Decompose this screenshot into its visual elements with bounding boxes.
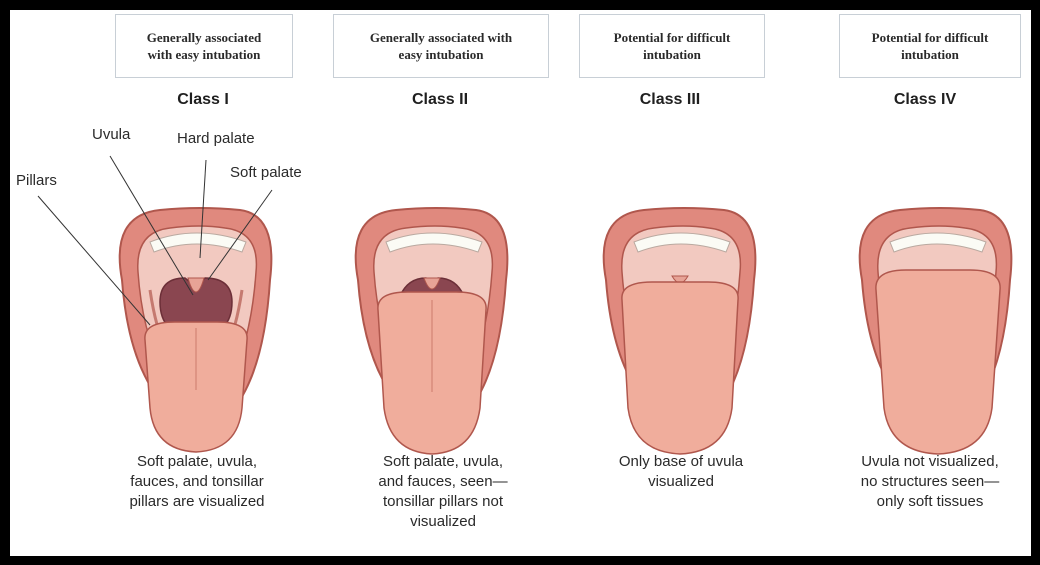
class-ii-caption-line-1: Soft palate, uvula,	[338, 452, 548, 472]
class-ii-caption: Soft palate, uvula, and fauces, seen— to…	[338, 452, 548, 532]
class-iii-tongue	[622, 282, 738, 454]
class-ii-caption-line-2: and fauces, seen—	[338, 472, 548, 492]
class-iv-caption: Uvula not visualized, no structures seen…	[830, 452, 1030, 512]
class-i-caption-line-3: pillars are visualized	[92, 492, 302, 512]
hard-palate-label: Hard palate	[177, 130, 255, 147]
uvula-label: Uvula	[92, 126, 130, 143]
soft-palate-label: Soft palate	[230, 164, 302, 181]
class-i-caption-line-2: fauces, and tonsillar	[92, 472, 302, 492]
class-iv-caption-line-3: only soft tissues	[830, 492, 1030, 512]
class-ii-caption-line-3: tonsillar pillars not	[338, 492, 548, 512]
class-iv-tongue	[876, 270, 1000, 454]
class-i-caption-line-1: Soft palate, uvula,	[92, 452, 302, 472]
class-iii-mouth	[604, 208, 756, 454]
class-i-caption: Soft palate, uvula, fauces, and tonsilla…	[92, 452, 302, 512]
class-iii-caption-line-1: Only base of uvula	[576, 452, 786, 472]
pillars-label: Pillars	[16, 172, 57, 189]
class-iv-mouth	[860, 208, 1012, 454]
diagram-frame: Generally associated with easy intubatio…	[10, 10, 1031, 556]
class-ii-mouth	[356, 208, 508, 454]
class-iii-caption: Only base of uvula visualized	[576, 452, 786, 492]
class-iii-caption-line-2: visualized	[576, 472, 786, 492]
class-iv-caption-line-2: no structures seen—	[830, 472, 1030, 492]
class-iv-caption-line-1: Uvula not visualized,	[830, 452, 1030, 472]
class-ii-caption-line-4: visualized	[338, 512, 548, 532]
class-i-mouth	[38, 156, 272, 452]
